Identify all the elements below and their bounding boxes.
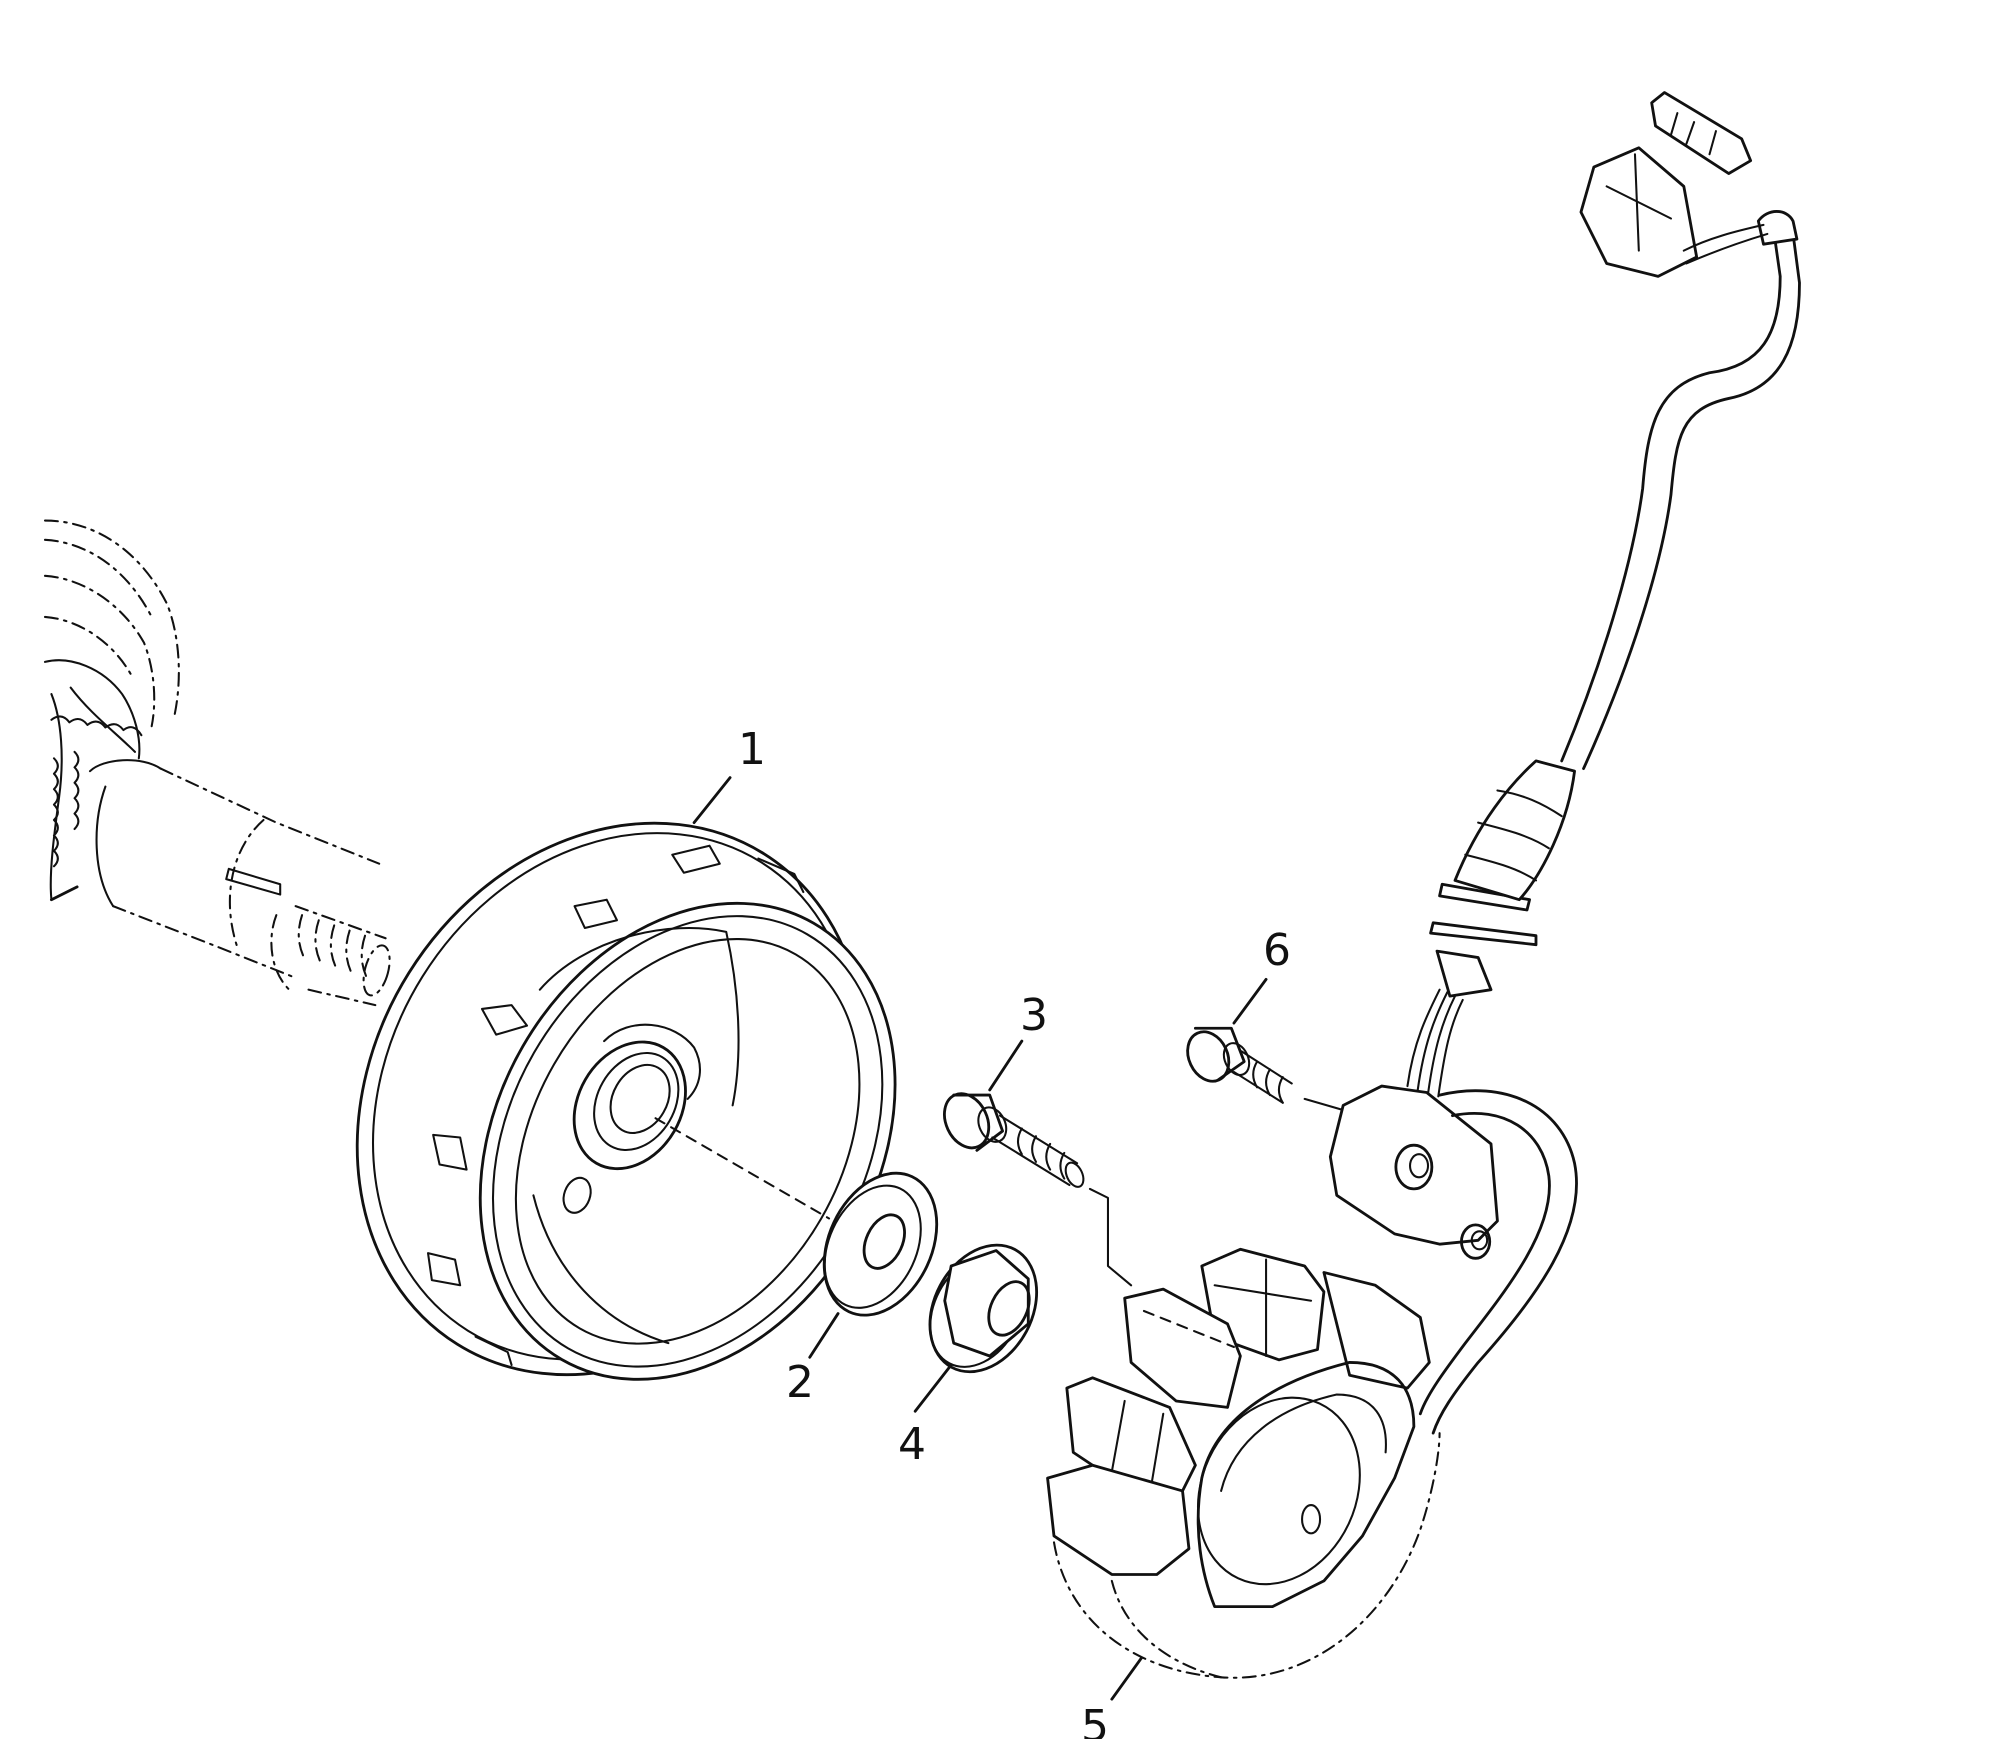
callout-3: 3 (1020, 990, 1048, 1041)
stator-assembly (1046, 91, 1801, 1701)
flange-nut (913, 1243, 1039, 1413)
washer (808, 1171, 939, 1359)
callout-5: 5 (1081, 1701, 1109, 1739)
pickup-bolt (1186, 977, 1364, 1117)
callout-6: 6 (1263, 925, 1291, 976)
callout-2: 2 (786, 1357, 814, 1408)
callout-1: 1 (738, 724, 766, 775)
callout-4: 4 (898, 1419, 926, 1470)
stator-bolt (943, 1039, 1133, 1287)
crankshaft-phantom (43, 519, 391, 1007)
flywheel-rotor (355, 776, 897, 1381)
